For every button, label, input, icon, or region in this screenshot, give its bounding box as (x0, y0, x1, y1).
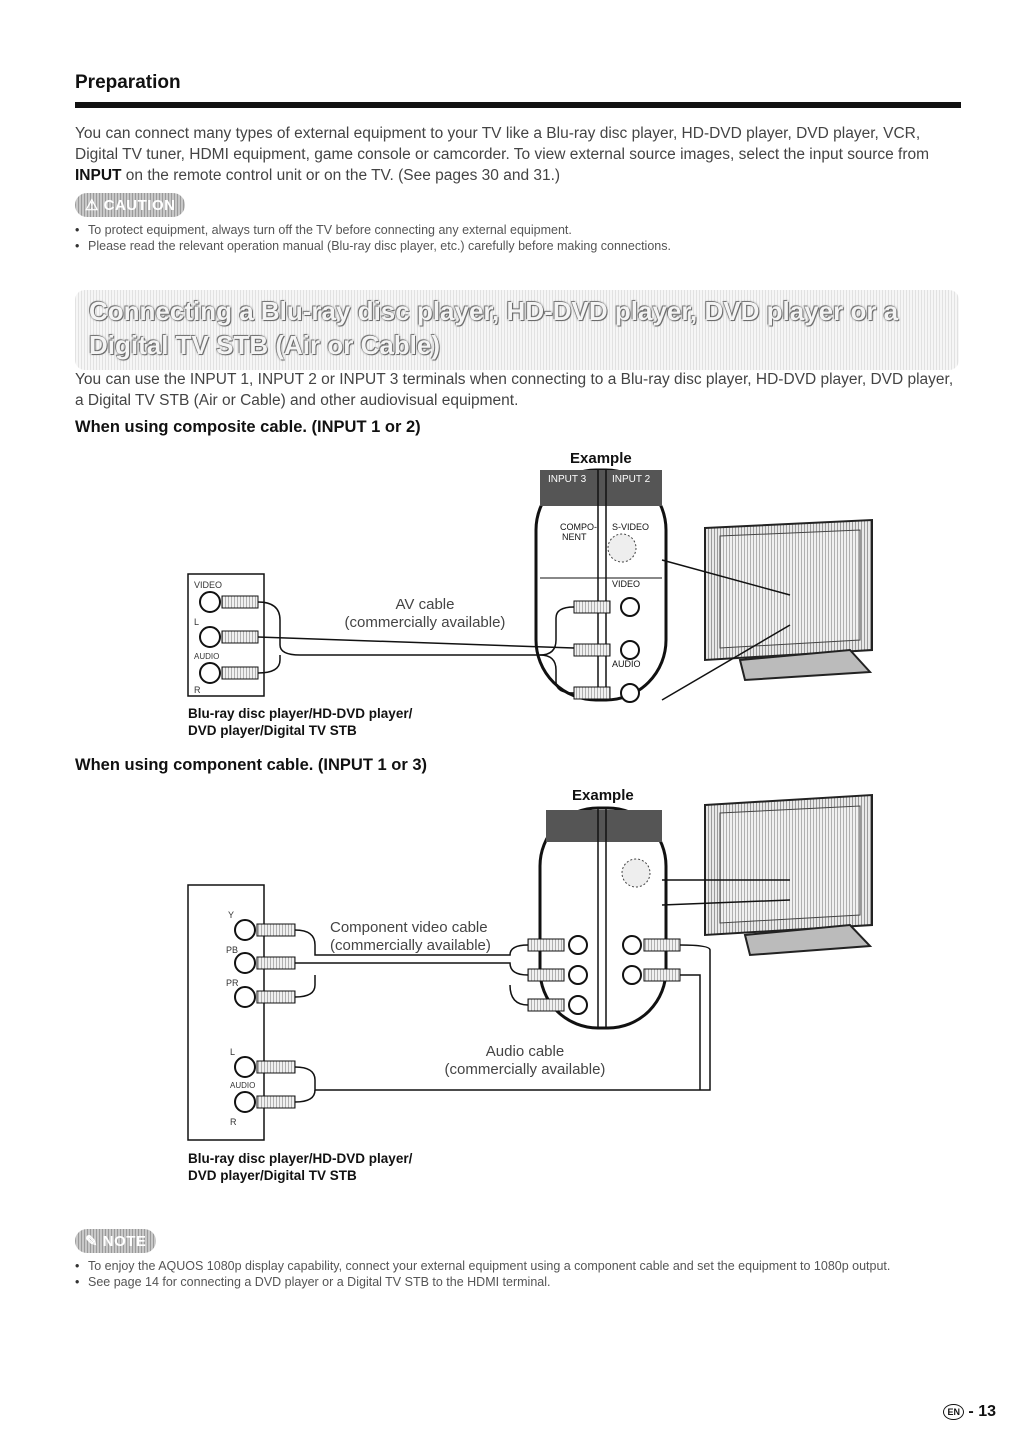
section-banner: Connecting a Blu-ray disc player, HD-DVD… (75, 290, 959, 370)
caution-label: CAUTION (103, 197, 176, 214)
intro-input-bold: INPUT (75, 167, 122, 184)
tv-icon-1 (704, 518, 873, 682)
jack-l2-label: L (230, 1047, 235, 1057)
page-number-text: - 13 (968, 1403, 996, 1420)
intro-text-a: You can connect many types of external e… (75, 125, 930, 163)
panel-input2-label: INPUT 2 (612, 474, 651, 485)
jack-audio-label: AUDIO (194, 652, 219, 661)
note-item: To enjoy the AQUOS 1080p display capabil… (75, 1258, 965, 1274)
caution-badge: ⚠ CAUTION (75, 193, 186, 217)
jack-l-label: L (194, 617, 199, 627)
component-device-label: Blu-ray disc player/HD-DVD player/ DVD p… (188, 1150, 412, 1184)
audio-cable-note: (commercially available) (444, 1061, 606, 1078)
composite-device-line1: Blu-ray disc player/HD-DVD player/ (188, 706, 413, 721)
intro-paragraph: You can connect many types of external e… (75, 123, 965, 186)
intro-text-b: on the remote control unit or on the TV.… (121, 167, 561, 184)
av-cable-note: (commercially available) (344, 614, 506, 631)
panel-compo-label: COMPO- (560, 522, 597, 532)
audio-cable (294, 944, 711, 1103)
composite-heading: When using composite cable. (INPUT 1 or … (75, 418, 421, 436)
component-heading: When using component cable. (INPUT 1 or … (75, 756, 428, 774)
av-cable-label: AV cable (395, 596, 455, 613)
note-list: To enjoy the AQUOS 1080p display capabil… (75, 1258, 965, 1290)
component-diagram (187, 793, 873, 1141)
lang-badge: EN (943, 1403, 964, 1420)
note-icon: ✎ (85, 1233, 103, 1250)
panel-nent-label: NENT (562, 532, 587, 542)
note-badge: ✎ NOTE (75, 1229, 157, 1253)
caution-list: To protect equipment, always turn off th… (75, 222, 965, 254)
composite-example-label: Example (570, 450, 632, 467)
panel-audio-label: AUDIO (612, 659, 641, 669)
jack-pb-label: PB (226, 945, 238, 955)
title-rule (75, 102, 961, 108)
panel-input3-label: INPUT 3 (548, 474, 587, 485)
panel2-input2-label: INPUT 2 (612, 847, 651, 858)
component-cable (294, 929, 529, 1006)
component-cable-note: (commercially available) (330, 937, 491, 954)
composite-diagram (187, 468, 873, 703)
jack-r2-label: R (230, 1117, 237, 1127)
section-intro: You can use the INPUT 1, INPUT 2 or INPU… (75, 371, 954, 409)
page-number: EN - 13 (943, 1403, 996, 1421)
component-jacks (234, 919, 256, 1113)
jack-video-label: VIDEO (194, 580, 222, 590)
caution-item: Please read the relevant operation manua… (75, 238, 965, 254)
caution-icon: ⚠ (85, 197, 104, 214)
rear-panel-zoom-2 (538, 806, 668, 1030)
composite-device-label: Blu-ray disc player/HD-DVD player/ DVD p… (188, 705, 412, 739)
banner-title: Connecting a Blu-ray disc player, HD-DVD… (89, 296, 899, 360)
note-item: See page 14 for connecting a DVD player … (75, 1274, 965, 1290)
audio-cable-label: Audio cable (485, 1043, 565, 1060)
component-device-line2: DVD player/Digital TV STB (188, 1168, 357, 1183)
panel-svideo-label: S-VIDEO (612, 522, 649, 532)
page-section-title: Preparation (75, 72, 181, 93)
jack-y-label: Y (228, 910, 234, 920)
jack-pr-label: PR (226, 978, 239, 988)
panel-video-label: VIDEO (612, 579, 640, 589)
caution-item: To protect equipment, always turn off th… (75, 222, 965, 238)
component-device-line1: Blu-ray disc player/HD-DVD player/ (188, 1151, 413, 1166)
composite-jacks (199, 591, 221, 684)
component-cable-label: Component video cable (330, 919, 488, 936)
av-cable (257, 601, 575, 694)
jack-audio2-label: AUDIO (230, 1081, 255, 1090)
panel2-input3-label: INPUT 3 (548, 847, 587, 858)
tv-icon-2 (704, 793, 873, 957)
note-label: NOTE (102, 1233, 147, 1250)
component-example-label: Example (572, 787, 634, 804)
jack-r-label: R (194, 685, 201, 695)
composite-device-line2: DVD player/Digital TV STB (188, 723, 357, 738)
rear-panel-zoom-1 (534, 468, 668, 703)
